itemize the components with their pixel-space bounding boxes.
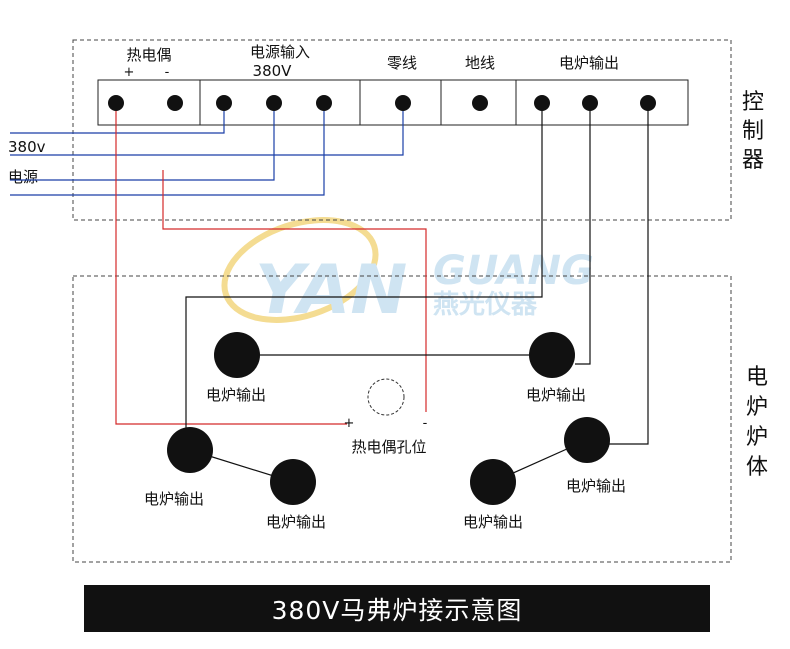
furnace-elements <box>167 332 610 505</box>
watermark-guang: GUANG <box>433 248 594 294</box>
furnace-char-1: 电 <box>746 365 768 390</box>
caption-text: 380V马弗炉接示意图 <box>271 595 523 625</box>
furnace-element-2 <box>529 332 575 378</box>
watermark-ring <box>221 217 379 323</box>
thermocouple-hole-label: 热电偶孔位 <box>351 438 426 456</box>
watermark: YAN GUANG 燕光仪器 <box>221 217 594 330</box>
furnace-output-label-5: 电炉输出 <box>566 477 626 495</box>
terminal-output-3 <box>640 95 656 111</box>
output-wire-2 <box>575 103 591 365</box>
terminal-neutral <box>395 95 411 111</box>
output-wire-1 <box>185 103 543 432</box>
terminals <box>108 95 656 111</box>
output-wire-3 <box>609 103 649 445</box>
furnace-element-1 <box>214 332 260 378</box>
thermocouple-wire-minus <box>162 170 427 412</box>
thermocouple-hole <box>367 378 405 416</box>
controller-char-1: 控 <box>742 90 764 115</box>
thermocouple-hole-minus: - <box>423 416 428 431</box>
watermark-cn: 燕光仪器 <box>433 290 538 320</box>
thermocouple-label: 热电偶 <box>126 46 171 64</box>
supply-wire-neutral <box>10 103 404 156</box>
furnace-output-label: 电炉输出 <box>559 54 619 72</box>
thermocouple-minus: - <box>165 65 170 80</box>
caption-bar: 380V马弗炉接示意图 <box>84 585 710 632</box>
furnace-output-label-2: 电炉输出 <box>526 386 586 404</box>
thermocouple-wires <box>115 103 427 425</box>
supply-wire-l1 <box>10 103 225 134</box>
power-input-label: 电源输入 <box>250 43 310 61</box>
terminal-power-l1 <box>216 95 232 111</box>
terminal-strip <box>97 79 689 126</box>
furnace-char-4: 体 <box>746 455 768 480</box>
supply-wire-l2 <box>10 103 275 181</box>
supply-voltage: 380v <box>8 138 46 156</box>
furnace-enclosure <box>72 275 732 563</box>
ground-label: 地线 <box>465 54 495 72</box>
furnace-side-label: 电 炉 炉 体 <box>746 365 768 480</box>
supply-label: 电源 <box>8 168 38 186</box>
watermark-yan: YAN <box>255 251 407 330</box>
terminal-power-l3 <box>316 95 332 111</box>
furnace-element-5 <box>564 417 610 463</box>
terminal-power-l2 <box>266 95 282 111</box>
terminal-ground <box>472 95 488 111</box>
terminal-strip-frame <box>97 79 689 126</box>
terminal-output-2 <box>582 95 598 111</box>
controller-char-2: 制 <box>742 119 764 144</box>
supply-wires <box>10 103 404 196</box>
controller-char-3: 器 <box>742 148 764 173</box>
terminal-thermocouple-minus <box>167 95 183 111</box>
furnace-char-3: 炉 <box>746 425 768 450</box>
furnace-element-3 <box>167 427 213 473</box>
furnace-output-label-3: 电炉输出 <box>144 490 204 508</box>
thermocouple-plus: + <box>124 65 135 80</box>
furnace-output-label-1: 电炉输出 <box>206 386 266 404</box>
furnace-char-2: 炉 <box>746 395 768 420</box>
furnace-output-label-6: 电炉输出 <box>463 513 523 531</box>
terminal-thermocouple-plus <box>108 95 124 111</box>
furnace-output-label-4: 电炉输出 <box>266 513 326 531</box>
controller-enclosure <box>72 39 732 221</box>
neutral-label: 零线 <box>387 54 417 72</box>
furnace-element-6 <box>470 459 516 505</box>
terminal-output-1 <box>534 95 550 111</box>
thermocouple-wire-plus <box>115 103 347 425</box>
supply-wire-l3 <box>10 103 325 196</box>
thermocouple-hole-plus: + <box>344 416 355 431</box>
power-input-voltage: 380V <box>253 62 293 80</box>
controller-side-label: 控 制 器 <box>742 90 764 173</box>
furnace-element-4 <box>270 459 316 505</box>
